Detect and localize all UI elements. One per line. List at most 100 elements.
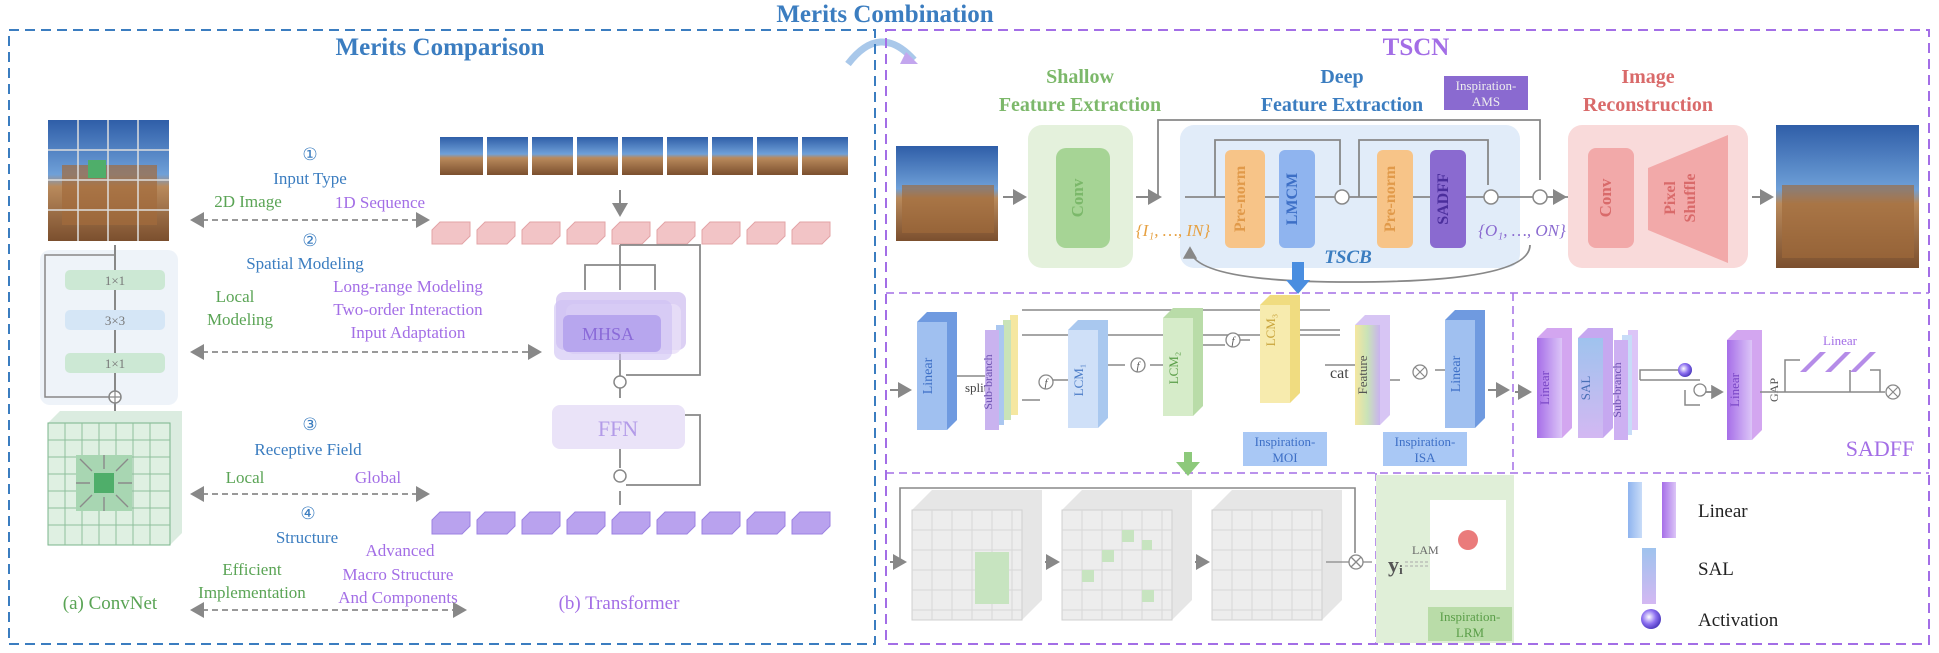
token: [476, 511, 516, 535]
token: [746, 511, 786, 535]
s2-right1: Long-range Modeling: [333, 277, 483, 296]
conv-1x1-bottom: 1×1: [65, 353, 165, 373]
lmcm-expand-arrow: [1286, 262, 1310, 294]
deep-title-1: Deep: [1320, 66, 1363, 88]
svg-text:Linear: Linear: [1727, 372, 1742, 407]
svg-text:Pixel: Pixel: [1662, 181, 1679, 215]
transformer-flow: [584, 244, 701, 505]
s3-right: Global: [355, 468, 402, 487]
s2-title: Spatial Modeling: [246, 254, 364, 273]
s2-left1: Local: [216, 287, 255, 306]
inspiration-isa-badge: Inspiration- ISA: [1383, 432, 1467, 466]
svg-text:MHSA: MHSA: [582, 324, 634, 344]
sadff-linear-2: Linear: [1727, 330, 1762, 440]
s1-title: Input Type: [273, 169, 347, 188]
main-title: Merits Combination: [776, 1, 993, 28]
token: [611, 511, 651, 535]
svg-text:1×1: 1×1: [105, 356, 125, 371]
cat-label: cat: [1330, 365, 1349, 382]
split-label: split: [965, 380, 988, 395]
patch-sequence: [440, 137, 848, 175]
svg-text:LCM₁: LCM₁: [1071, 364, 1086, 397]
svg-text:ISA: ISA: [1415, 450, 1437, 465]
legend-linear-icon: [1628, 482, 1676, 538]
receptive-field-grid: [47, 411, 182, 546]
s2-right2: Two-order Interaction: [333, 300, 483, 319]
svg-text:FFN: FFN: [598, 416, 638, 441]
token: [476, 221, 516, 245]
shallow-title-2: Feature Extraction: [999, 94, 1161, 116]
svg-text:Linear: Linear: [1537, 370, 1552, 405]
token: [521, 511, 561, 535]
shallow-conv: Conv: [1056, 148, 1110, 248]
tscb-label: TSCB: [1324, 247, 1372, 268]
svg-text:LMCM: LMCM: [1284, 173, 1301, 225]
token: [746, 221, 786, 245]
token: [431, 221, 471, 245]
sr-output-image: [1776, 125, 1919, 268]
f-1: f: [1044, 377, 1049, 389]
feature-block: Feature: [1355, 315, 1390, 425]
prenorm-2: Pre-norm: [1377, 150, 1413, 248]
recon-title-1: Image: [1621, 66, 1674, 88]
s2-number: ②: [302, 231, 317, 250]
svg-text:Pre-norm: Pre-norm: [1382, 165, 1399, 232]
yi-label: yᵢ: [1388, 552, 1403, 577]
sadff-sal: SAL: [1578, 328, 1613, 438]
purple-token-row: [431, 511, 831, 535]
combination-arc: [845, 38, 917, 67]
s1-number: ①: [302, 145, 317, 164]
svg-text:LRM: LRM: [1456, 625, 1485, 640]
svg-text:Sub-branch: Sub-branch: [1610, 362, 1624, 417]
svg-text:Inspiration-: Inspiration-: [1395, 434, 1456, 449]
inspiration-moi-badge: Inspiration- MOI: [1243, 432, 1327, 466]
lcm-expand-arrow: [1176, 452, 1200, 476]
svg-text:Linear: Linear: [1449, 355, 1464, 392]
lcm3-block: LCM₃: [1260, 295, 1300, 403]
s4-left1: Efficient: [222, 560, 281, 579]
svg-text:MOI: MOI: [1272, 450, 1297, 465]
convnet-label: (a) ConvNet: [63, 593, 158, 614]
shallow-title-1: Shallow: [1046, 66, 1114, 88]
svg-text:Feature: Feature: [1355, 355, 1370, 394]
s2-right3: Input Adaptation: [351, 323, 466, 342]
sadff-block: SADFF: [1430, 150, 1466, 248]
svg-text:Linear: Linear: [921, 357, 936, 394]
s3-number: ③: [302, 415, 317, 434]
pink-token-row: [431, 221, 831, 245]
svg-text:SADFF: SADFF: [1435, 173, 1452, 225]
s4-right2: Macro Structure: [343, 565, 454, 584]
output-sequence: {O₁, …, ON}: [1478, 221, 1566, 240]
cube-1: [911, 490, 1042, 621]
s3-title: Receptive Field: [254, 440, 362, 459]
sadff-linear-1: Linear: [1537, 328, 1572, 438]
s3-left: Local: [226, 468, 265, 487]
cube-3: [1211, 490, 1342, 621]
svg-text:SAL: SAL: [1578, 376, 1593, 401]
legend-sal-icon: [1642, 548, 1656, 604]
s1-left: 2D Image: [214, 192, 282, 211]
inspiration-lrm-badge: Inspiration- LRM: [1428, 607, 1512, 641]
svg-text:Inspiration-: Inspiration-: [1255, 434, 1316, 449]
lam-label: LAM: [1412, 543, 1439, 557]
lmcm-subbranch: Sub-branch: [981, 315, 1018, 430]
conv-3x3: 3×3: [65, 310, 165, 330]
tscb-loop: [1182, 244, 1531, 283]
s4-left2: Implementation: [198, 583, 306, 602]
sadff-mini-linears: [1800, 352, 1876, 372]
lmcm-linear-2: Linear: [1445, 310, 1485, 428]
svg-text:Sub-branch: Sub-branch: [981, 354, 995, 409]
token: [566, 511, 606, 535]
recon-title-2: Reconstruction: [1583, 94, 1713, 116]
s4-number: ④: [300, 504, 315, 523]
transformer-label: (b) Transformer: [559, 593, 681, 614]
token: [656, 511, 696, 535]
sadff-linear-small-label: Linear: [1823, 333, 1858, 348]
s4-right1: Advanced: [366, 541, 435, 560]
recon-conv: Conv: [1588, 148, 1634, 248]
token: [701, 511, 741, 535]
svg-text:AMS: AMS: [1472, 94, 1500, 109]
pixel-shuffle: Pixel Shuffle: [1648, 135, 1728, 263]
svg-text:LCM₃: LCM₃: [1263, 314, 1278, 347]
sadff-activation: [1678, 363, 1692, 377]
